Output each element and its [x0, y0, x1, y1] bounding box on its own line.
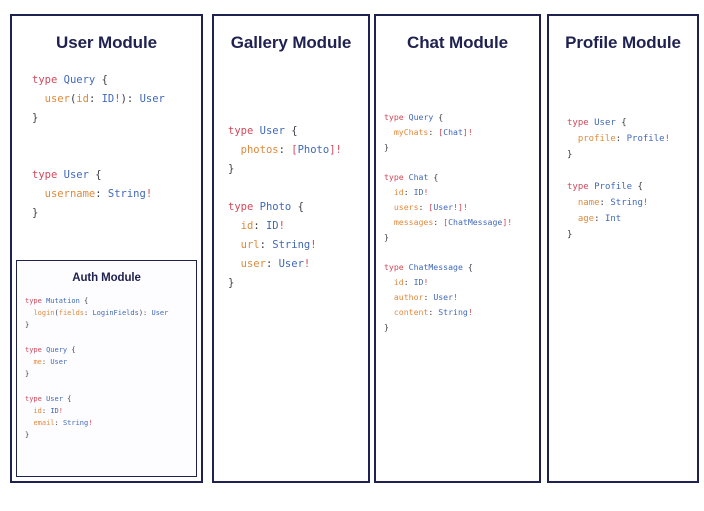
panel-auth-module[interactable]: Auth Module type Mutation { login(fields…	[16, 260, 197, 477]
code-block-gallery-module: type User { photos: [Photo]! } type Phot…	[228, 125, 342, 289]
panel-gallery-module[interactable]: Gallery Module type User { photos: [Phot…	[212, 14, 370, 483]
code-block-user-module: type Query { user(id: ID!): User } type …	[32, 74, 165, 219]
panel-profile-module[interactable]: Profile Module type User { profile: Prof…	[547, 14, 699, 483]
panel-title-profile-module: Profile Module	[565, 33, 681, 52]
panel-title-chat-module: Chat Module	[407, 33, 508, 52]
panel-title-auth-module: Auth Module	[72, 272, 141, 284]
panel-chat-module[interactable]: Chat Module type Query { myChats: [Chat]…	[374, 14, 541, 483]
panel-title-gallery-module: Gallery Module	[230, 33, 352, 52]
code-block-profile-module: type User { profile: Profile! } type Pro…	[567, 118, 670, 240]
panel-user-module[interactable]: User Module type Query { user(id: ID!): …	[10, 14, 203, 483]
panel-title-user-module: User Module	[56, 33, 157, 52]
code-block-chat-module: type Query { myChats: [Chat]! } type Cha…	[384, 112, 513, 332]
code-block-auth-module: type Mutation { login(fields: LoginField…	[25, 297, 169, 440]
